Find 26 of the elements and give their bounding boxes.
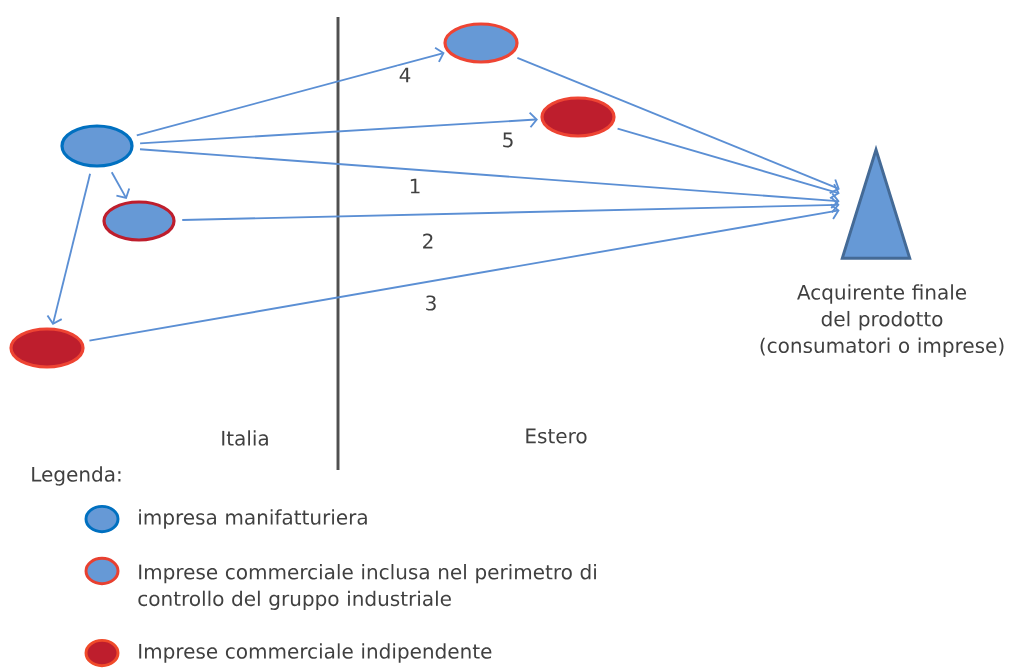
arrow <box>88 203 840 342</box>
arrow <box>139 148 840 209</box>
arrow <box>110 171 131 200</box>
edge-label: 1 <box>410 178 420 194</box>
edge-label: 2 <box>423 233 433 249</box>
ellipse <box>60 124 134 168</box>
region-label: Legenda: <box>32 466 121 486</box>
region-label: Estero <box>526 428 587 444</box>
edge-label: 4 <box>399 67 411 83</box>
legend-text: impresa manifatturiera <box>139 509 367 529</box>
legend-text: Imprese commerciale indipendente <box>139 643 492 663</box>
ellipse <box>9 327 85 369</box>
arrow <box>181 196 840 221</box>
arrow <box>139 111 538 145</box>
ellipse <box>102 200 176 242</box>
edge-label: 3 <box>426 295 436 311</box>
arrow <box>616 127 840 200</box>
arrow <box>516 56 840 194</box>
ellipse <box>443 22 519 64</box>
arrow <box>135 46 445 137</box>
legend-text: Imprese commerciale inclusa nel perimetro di controllo del gruppo industriale <box>138 564 596 610</box>
edge-label: 5 <box>503 132 513 148</box>
arrow <box>46 172 92 325</box>
region-label: Italia <box>222 430 268 446</box>
caption-text: Acquirente finale del prodotto (consumatori o imprese) <box>760 284 1004 357</box>
ellipse <box>540 96 616 138</box>
